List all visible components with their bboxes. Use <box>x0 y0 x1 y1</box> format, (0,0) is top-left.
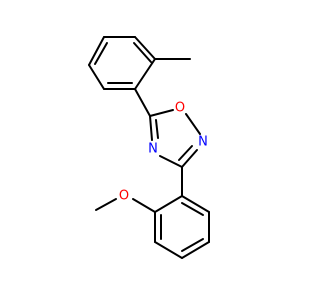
ring-bond-n2-c3 <box>181 149 198 168</box>
bond-lines <box>88 36 210 259</box>
tolyl-ring-double-bond <box>133 42 152 63</box>
atom-oxygen-ring-label: O <box>175 101 185 116</box>
molecule-structure-diagram: O N N O <box>0 0 300 300</box>
background <box>0 0 300 300</box>
ring-bond-o1-n2 <box>185 113 201 135</box>
methoxy-o-bond <box>132 198 156 213</box>
anisole-ring-bond <box>181 241 210 259</box>
tolyl-ring-bond <box>134 36 156 60</box>
anisole-ring-bond <box>154 195 183 213</box>
atom-nitrogen-ring-left-label: N <box>148 142 158 157</box>
anisole-ring-double-bond <box>181 202 204 216</box>
methoxy-ch3-bond <box>95 198 117 211</box>
tolyl-ring-bond <box>134 58 156 90</box>
ring-bond-n4-c5-double <box>155 119 159 139</box>
tolyl-ring-double-bond <box>94 42 108 65</box>
atom-labels: O N N O <box>119 101 208 204</box>
ring-bond-n4-c5 <box>149 115 153 141</box>
tolyl-ring-bond <box>88 64 105 90</box>
atom-oxygen-methoxy-label: O <box>119 189 129 204</box>
aryl-oxadiazole-bond <box>134 88 151 117</box>
ring-bond-c5-o1 <box>149 109 174 117</box>
ring-bond-c3-n4 <box>159 155 183 168</box>
tolyl-ring-bond <box>88 36 105 66</box>
anisole-ring-double-bond <box>181 238 204 252</box>
anisole-ring-bond <box>181 195 210 213</box>
anisole-ring-bond <box>154 241 183 259</box>
ring-bond-n2-c3-double <box>178 145 193 161</box>
atom-nitrogen-ring-right-label: N <box>198 135 208 150</box>
